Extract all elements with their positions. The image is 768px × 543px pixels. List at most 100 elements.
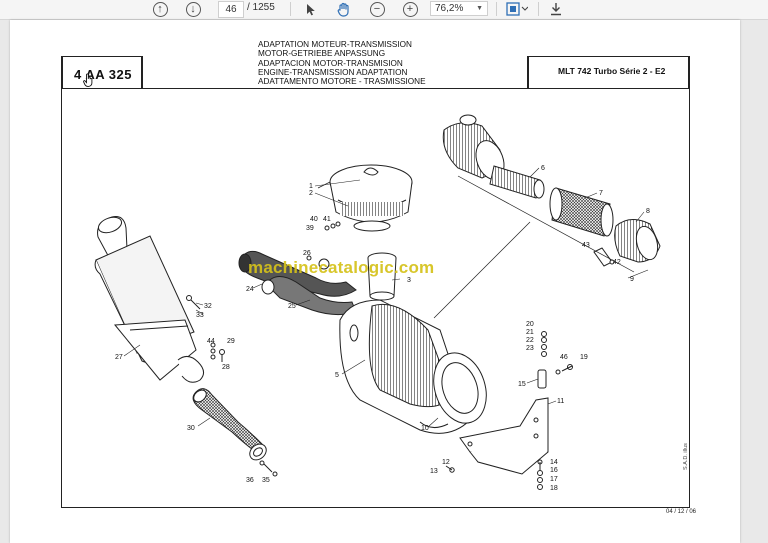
fastener-group <box>445 459 543 490</box>
bolt-stack <box>541 331 573 375</box>
part-label: 5 <box>335 372 339 379</box>
title-en: ENGINE-TRANSMISSION ADAPTATION <box>258 67 408 77</box>
part-label: 35 <box>262 477 270 484</box>
part-label: 11 <box>557 398 564 405</box>
part-label: 33 <box>196 312 204 319</box>
prev-page-button[interactable]: ↑ <box>151 0 169 18</box>
part-label: 12 <box>442 459 450 466</box>
next-page-button[interactable]: ↓ <box>184 0 202 18</box>
part-label: 30 <box>187 425 195 432</box>
arrow-down-icon: ↓ <box>185 1 201 17</box>
part-label: 15 <box>518 381 526 388</box>
outer-element <box>549 187 614 237</box>
title-fr: ADAPTATION MOTEUR-TRANSMISSION <box>258 40 412 49</box>
part-number-labels: 1 2 3 5 6 7 8 9 10 11 12 13 14 15 16 17 … <box>115 165 650 492</box>
part-label: 28 <box>222 364 230 371</box>
download-button[interactable] <box>548 0 564 18</box>
part-label: 1 <box>309 183 313 190</box>
view-mode-button[interactable] <box>505 0 529 18</box>
part-label: 2 <box>309 190 313 197</box>
part-label: 9 <box>630 276 634 283</box>
part-label: 7 <box>599 190 603 197</box>
air-cap <box>329 164 413 232</box>
part-label: 18 <box>550 485 558 492</box>
adapter-pipe <box>367 252 397 301</box>
part-label: 16 <box>550 467 558 474</box>
viewer-toolbar: ↑ ↓ 46 / 1255 − + 76,2% ▼ <box>0 0 768 20</box>
title-de: MOTOR-GETRIEBE ANPASSUNG <box>258 49 386 59</box>
zoom-value: 76,2% <box>435 3 464 14</box>
title-block: ADAPTATION MOTEUR-TRANSMISSION MOTOR-GET… <box>258 40 426 86</box>
download-icon <box>551 3 561 16</box>
part-label: 40 <box>310 216 318 223</box>
muffler <box>94 216 204 383</box>
model-label: MLT 742 Turbo Série 2 - E2 <box>558 66 666 76</box>
part-label: 27 <box>115 354 123 361</box>
zoom-in-button[interactable]: + <box>401 0 419 18</box>
part-label: 26 <box>303 250 311 257</box>
support-bracket <box>459 397 549 475</box>
revision-date: 04 / 12 / 06 <box>666 509 697 515</box>
part-label: 44 <box>207 338 215 345</box>
clamp <box>537 369 547 389</box>
part-label: 42 <box>613 259 621 266</box>
part-label: 43 <box>582 242 590 249</box>
part-label: 10 <box>421 425 429 432</box>
small-bolts <box>306 221 341 261</box>
clip-bracket <box>593 247 615 267</box>
page-total: / 1255 <box>247 2 275 13</box>
part-label: 39 <box>306 225 314 232</box>
drawing-frame <box>61 88 690 508</box>
toolbar-divider <box>290 2 291 16</box>
part-label: 19 <box>580 354 588 361</box>
plus-icon: + <box>402 1 418 17</box>
part-label: 3 <box>407 277 411 284</box>
end-cap <box>614 219 661 263</box>
side-note: S.A.D. illus <box>683 443 689 470</box>
page-number-input[interactable]: 46 <box>218 1 244 18</box>
header-border <box>61 56 63 89</box>
header-border <box>61 56 142 57</box>
part-label: 21 <box>526 329 534 336</box>
part-label: 22 <box>526 337 534 344</box>
part-label: 23 <box>526 345 534 352</box>
hand-cursor-icon <box>83 73 93 87</box>
inner-element <box>489 165 545 199</box>
arrow-up-icon: ↑ <box>152 1 168 17</box>
header-border <box>688 56 690 89</box>
title-it: ADATTAMENTO MOTORE - TRASMISSIONE <box>258 77 426 87</box>
part-label: 8 <box>646 208 650 215</box>
part-label: 32 <box>204 303 212 310</box>
toolbar-divider <box>496 2 497 16</box>
flexible-pipe <box>192 388 278 477</box>
intake-hose <box>238 250 357 316</box>
bolt-group <box>186 295 225 362</box>
part-label: 6 <box>541 165 545 172</box>
header-border <box>141 56 143 89</box>
hand-icon <box>337 2 349 17</box>
header-border <box>527 56 529 89</box>
select-tool-button[interactable] <box>303 0 319 18</box>
part-label: 29 <box>227 338 235 345</box>
part-label: 14 <box>550 459 558 466</box>
part-label: 20 <box>526 321 534 328</box>
minus-icon: − <box>369 1 385 17</box>
part-label: 25 <box>288 303 296 310</box>
part-label: 17 <box>550 476 558 483</box>
part-label: 46 <box>560 354 568 361</box>
chevron-down-icon: ▼ <box>476 5 483 12</box>
leader-lines <box>123 167 649 428</box>
hand-tool-button[interactable] <box>335 0 353 18</box>
zoom-out-button[interactable]: − <box>368 0 386 18</box>
page-layout-icon <box>506 2 528 16</box>
title-es: ADAPTACION MOTOR-TRANSMISION <box>258 58 403 68</box>
header-border <box>527 56 689 57</box>
part-label: 13 <box>430 468 438 475</box>
part-label: 24 <box>246 286 254 293</box>
part-label: 41 <box>323 216 331 223</box>
watermark: machinecatalogic.com <box>248 258 435 277</box>
air-filter-housing <box>339 299 487 434</box>
part-label: 36 <box>246 477 254 484</box>
zoom-select[interactable]: 76,2% ▼ <box>430 1 488 16</box>
